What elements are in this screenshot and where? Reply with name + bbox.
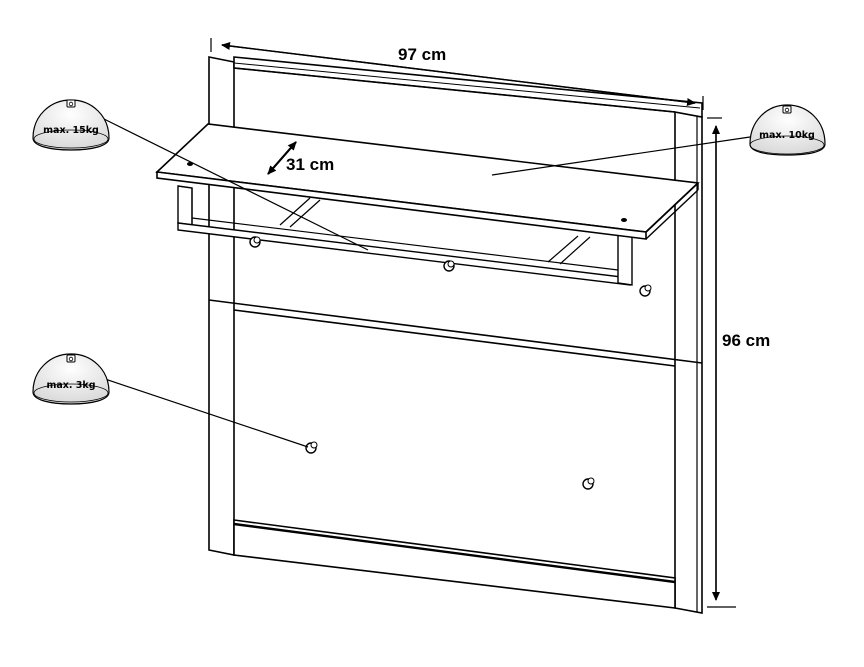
hook <box>582 477 595 490</box>
panel-divider-upper <box>208 299 703 364</box>
shelf-rail-front <box>177 222 631 286</box>
top-rail <box>233 56 703 118</box>
depth-label: 31 cm <box>286 155 334 174</box>
weight-icon <box>32 353 110 405</box>
width-label: 97 cm <box>398 45 446 64</box>
height-label: 96 cm <box>722 331 770 350</box>
weight-badge-hook: max. 3kg <box>32 353 110 405</box>
bottom-rail <box>233 519 676 609</box>
leader-shelf-right <box>491 136 751 176</box>
shelf <box>155 123 700 286</box>
weight-badge-shelf-right: max. 10kg <box>749 104 826 156</box>
hook <box>639 284 652 297</box>
panel-top-edge <box>233 67 676 113</box>
weight-icon <box>749 104 826 156</box>
back-panel <box>208 56 703 614</box>
dimension-height: 96 cm <box>707 117 770 608</box>
panel-divider-lower <box>233 309 676 367</box>
leader-hook <box>104 378 309 448</box>
dimension-depth: 31 cm <box>267 141 334 175</box>
shelf-top-surface <box>155 123 700 233</box>
shelf-bracket-left <box>177 185 193 226</box>
hook <box>249 236 261 248</box>
weight-label-shelf-right: max. 10kg <box>759 130 815 141</box>
hook <box>305 441 318 454</box>
weight-badge-shelf-top: max. 15kg <box>32 99 110 151</box>
leader-shelf-top <box>101 117 369 251</box>
hooks <box>249 236 652 490</box>
shelf-screw-hole-right <box>621 218 627 222</box>
weight-label-hook: max. 3kg <box>46 380 95 391</box>
shelf-bracket-right <box>617 233 633 286</box>
dimension-width: 97 cm <box>210 38 704 110</box>
weight-label-shelf-top: max. 15kg <box>43 125 99 136</box>
hook <box>443 260 455 272</box>
weight-icon <box>32 99 110 151</box>
